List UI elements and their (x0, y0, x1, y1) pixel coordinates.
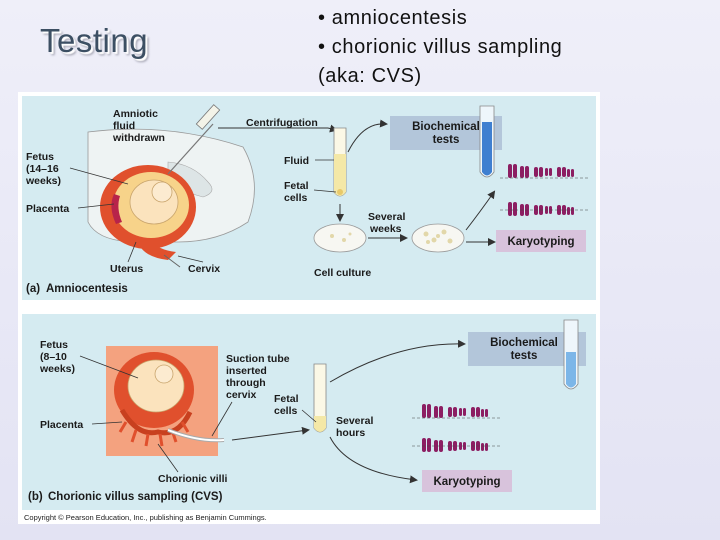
cvs-sample-tube (313, 363, 327, 433)
karyotyping-box-a (496, 230, 586, 252)
chorionic-villi-label: Chorionic villi (158, 473, 228, 485)
panel-a-caption: Amniocentesis (46, 283, 128, 295)
centrifuge-tube (333, 127, 347, 197)
petri-dish-cultured (411, 223, 465, 253)
fetus-b-label-3: weeks) (39, 363, 75, 375)
several-weeks-label-2: weeks (369, 223, 402, 235)
amniotic-label-1: Amniotic (113, 108, 158, 120)
centrifugation-label: Centrifugation (246, 117, 318, 129)
suction-label-3: through (226, 377, 266, 389)
fetus-a-label-3: weeks) (25, 175, 61, 187)
panel-b-caption: Chorionic villus sampling (CVS) (48, 491, 223, 503)
suction-label-1: Suction tube (226, 353, 290, 365)
fetus-b-label-1: Fetus (40, 339, 68, 351)
suction-label-2: inserted (226, 365, 267, 377)
suction-label-4: cervix (226, 389, 257, 401)
several-weeks-label-1: Several (368, 211, 405, 223)
karyotyping-a-label: Karyotyping (507, 236, 574, 248)
cervix-label: Cervix (188, 263, 220, 275)
fetus-b-label-2: (8–10 (40, 351, 67, 363)
fetal-cells-b-label-1: Fetal (274, 393, 299, 405)
test-tube-a (479, 105, 495, 178)
several-hours-label-2: hours (336, 427, 365, 439)
petri-dish-initial (313, 223, 367, 253)
biochemical-b-label-1: Biochemical (490, 337, 558, 349)
bullet-list: • amniocentesis • chorionic villus sampl… (318, 4, 562, 91)
uterus-label: Uterus (110, 263, 143, 275)
copyright-notice: Copyright © Pearson Education, Inc., pub… (24, 513, 267, 522)
placenta-b-label: Placenta (40, 419, 83, 431)
karyotype-chromosomes-b (412, 404, 502, 452)
slide-title: Testing (40, 22, 149, 59)
syringe-needle (167, 104, 221, 175)
bullet-amniocentesis: • amniocentesis (318, 7, 468, 29)
bullet-cvs-aka: (aka: CVS) (318, 65, 422, 87)
fluid-label: Fluid (284, 155, 309, 167)
several-hours-label-1: Several (336, 415, 373, 427)
amniocentesis-uterus-illustration (87, 128, 255, 268)
panel-a-caption-letter: (a) (26, 283, 40, 295)
prenatal-testing-figure: Amniotic fluid withdrawn Fetus (14–16 we… (18, 92, 600, 524)
biochemical-a-label-1: Biochemical (412, 121, 480, 133)
amniotic-label-3: withdrawn (112, 132, 165, 144)
suction-tube (167, 428, 225, 443)
placenta-a-label: Placenta (26, 203, 69, 215)
biochemical-b-label-2: tests (511, 350, 538, 362)
fetus-a-label-1: Fetus (26, 151, 54, 163)
karyotyping-b-label: Karyotyping (433, 476, 500, 488)
test-tube-b (563, 319, 579, 390)
cell-culture-label: Cell culture (314, 267, 371, 279)
bullet-cvs: • chorionic villus sampling (318, 36, 563, 58)
biochemical-a-label-2: tests (433, 134, 460, 146)
cvs-illustration (106, 346, 218, 456)
fetus-a-label-2: (14–16 (26, 163, 59, 175)
fetal-cells-a-label-2: cells (284, 192, 308, 204)
fetal-cells-b-label-2: cells (274, 405, 298, 417)
fetal-cells-a-label-1: Fetal (284, 180, 309, 192)
panel-b-caption-letter: (b) (28, 491, 43, 503)
amniotic-label-2: fluid (113, 120, 135, 132)
karyotyping-box-b (422, 470, 512, 492)
